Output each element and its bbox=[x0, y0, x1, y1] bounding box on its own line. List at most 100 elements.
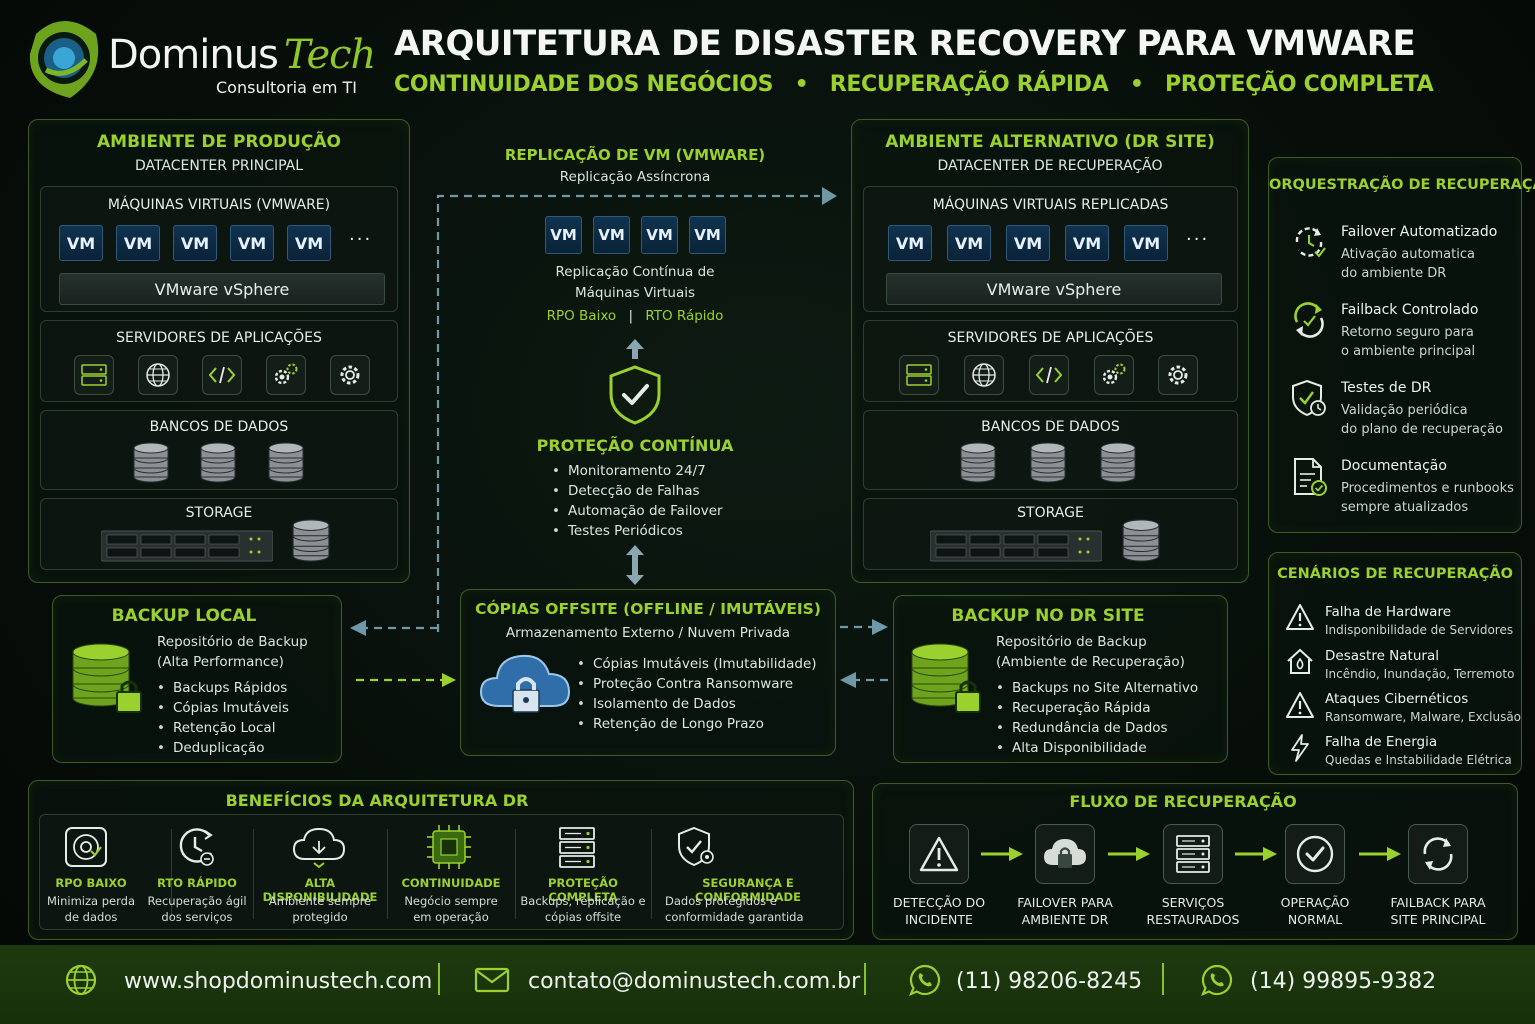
database-icon bbox=[959, 441, 997, 485]
flow-step-box bbox=[1035, 824, 1095, 884]
dr-vms: MÁQUINAS VIRTUAIS REPLICADAS VM VM VM VM… bbox=[863, 186, 1238, 312]
gear-icon bbox=[1158, 355, 1198, 395]
dr-panel: AMBIENTE ALTERNATIVO (DR SITE) DATACENTE… bbox=[851, 119, 1249, 583]
list-item: Redundância de Dados bbox=[996, 718, 1198, 738]
list-item: Testes Periódicos bbox=[552, 521, 723, 541]
more-dots: ··· bbox=[1186, 229, 1210, 250]
backup-local-list: Backups Rápidos Cópias Imutáveis Retençã… bbox=[157, 678, 289, 758]
gears-icon bbox=[1094, 355, 1134, 395]
warning-icon bbox=[1286, 604, 1314, 630]
phone-link-2[interactable]: (14) 99895-9382 bbox=[1250, 969, 1437, 994]
globe-icon bbox=[964, 355, 1004, 395]
list-item: Retenção de Longo Prazo bbox=[577, 714, 817, 734]
vm-box: VM bbox=[545, 216, 582, 254]
arrow-to-offsite bbox=[356, 673, 456, 687]
replication-arrow bbox=[436, 187, 837, 632]
server-icon bbox=[74, 355, 114, 395]
offsite-list: Cópias Imutáveis (Imutabilidade) Proteçã… bbox=[577, 654, 817, 734]
protection-title: PROTEÇÃO CONTÍNUA bbox=[536, 436, 734, 455]
production-apps: SERVIDORES DE APLICAÇÕES bbox=[40, 320, 398, 402]
database-icon bbox=[1029, 441, 1067, 485]
dr-subtitle: DATACENTER DE RECUPERAÇÃO bbox=[937, 158, 1163, 174]
storage-array-icon bbox=[930, 529, 1102, 563]
chip-icon bbox=[427, 825, 471, 869]
server-icon bbox=[899, 355, 939, 395]
dr-storage: STORAGE bbox=[863, 498, 1238, 570]
code-icon bbox=[1029, 355, 1069, 395]
replication-subtitle: Replicação Assíncrona bbox=[559, 169, 711, 185]
offsite-subtitle: Armazenamento Externo / Nuvem Privada bbox=[505, 625, 791, 641]
email-link[interactable]: contato@dominustech.com.br bbox=[528, 969, 861, 994]
flow-title: FLUXO DE RECUPERAÇÃO bbox=[1069, 792, 1297, 811]
backup-local-desc: Repositório de Backup (Alta Performance) bbox=[157, 634, 308, 670]
backup-dr-list: Backups no Site Alternativo Recuperação … bbox=[996, 678, 1198, 758]
vm-box: VM bbox=[59, 225, 103, 261]
arrow-up-icon bbox=[626, 339, 644, 359]
list-item: Proteção Contra Ransomware bbox=[577, 674, 817, 694]
database-icon bbox=[1121, 517, 1161, 565]
list-item: Alta Disponibilidade bbox=[996, 738, 1198, 758]
list-item: Deduplicação bbox=[157, 738, 289, 758]
list-item: Monitoramento 24/7 bbox=[552, 461, 723, 481]
vm-box: VM bbox=[1065, 225, 1109, 261]
phone-link-1[interactable]: (11) 98206-8245 bbox=[956, 969, 1143, 994]
divider bbox=[864, 963, 866, 995]
failback-icon bbox=[1294, 302, 1324, 338]
benefit-title: CONTINUIDADE bbox=[401, 876, 501, 890]
production-storage: STORAGE bbox=[40, 498, 398, 570]
divider bbox=[651, 829, 652, 919]
replication-title: REPLICAÇÃO DE VM (VMWARE) bbox=[504, 146, 766, 164]
arrow-from-backup-dr bbox=[840, 672, 888, 688]
vm-box: VM bbox=[888, 225, 932, 261]
divider bbox=[1162, 963, 1164, 995]
scenarios-title: CENÁRIOS DE RECUPERAÇÃO bbox=[1277, 566, 1513, 582]
database-icon bbox=[199, 441, 237, 485]
orch-item-title: Failback Controlado bbox=[1341, 302, 1479, 318]
dr-databases: BANCOS DE DADOS bbox=[863, 410, 1238, 490]
list-item: Backups no Site Alternativo bbox=[996, 678, 1198, 698]
scenario-desc: Incêndio, Inundação, Terremoto bbox=[1325, 667, 1515, 681]
backup-local-title: BACKUP LOCAL bbox=[111, 606, 257, 626]
list-item: Cópias Imutáveis bbox=[157, 698, 289, 718]
cloud-lock-icon bbox=[1044, 839, 1086, 868]
production-panel: AMBIENTE DE PRODUÇÃO DATACENTER PRINCIPA… bbox=[28, 119, 410, 583]
list-item: Isolamento de Dados bbox=[577, 694, 817, 714]
server-icon bbox=[559, 827, 595, 868]
flow-arrow bbox=[1359, 847, 1401, 861]
list-item: Recuperação Rápida bbox=[996, 698, 1198, 718]
flow-arrow bbox=[981, 847, 1023, 861]
flow-arrow bbox=[1235, 847, 1277, 861]
backup-db-lock-icon bbox=[911, 643, 981, 713]
benefit-title: RTO RÁPIDO bbox=[157, 876, 237, 890]
scenarios-panel: CENÁRIOS DE RECUPERAÇÃO Falha de Hardwar… bbox=[1268, 552, 1522, 775]
benefit-title: PROTEÇÃO COMPLETA bbox=[548, 876, 618, 904]
globe-icon bbox=[138, 355, 178, 395]
cloud-lock-icon bbox=[479, 654, 571, 713]
backup-dr-desc: Repositório de Backup (Ambiente de Recup… bbox=[996, 634, 1185, 670]
vm-box: VM bbox=[1124, 225, 1168, 261]
database-icon bbox=[267, 441, 305, 485]
scenario-title: Falha de Hardware bbox=[1325, 604, 1452, 620]
website-link[interactable]: www.shopdominustech.com bbox=[124, 969, 433, 994]
vm-box: VM bbox=[947, 225, 991, 261]
scenario-desc: Ransomware, Malware, Exclusão bbox=[1325, 710, 1522, 724]
flow-step-box bbox=[1163, 824, 1223, 884]
vm-box: VM bbox=[689, 216, 726, 254]
scenario-desc: Indisponibilidade de Servidores bbox=[1325, 623, 1514, 637]
production-vms: MÁQUINAS VIRTUAIS (VMWARE) VM VM VM VM V… bbox=[40, 186, 398, 312]
offsite-panel: CÓPIAS OFFSITE (OFFLINE / IMUTÁVEIS) Arm… bbox=[460, 589, 836, 756]
benefit-title: SEGURANÇA E CONFORMIDADE bbox=[695, 876, 801, 904]
backup-dr-panel: BACKUP NO DR SITE Repositório de Backup … bbox=[893, 595, 1228, 763]
orch-item-title: Documentação bbox=[1341, 458, 1447, 474]
list-item: Backups Rápidos bbox=[157, 678, 289, 698]
